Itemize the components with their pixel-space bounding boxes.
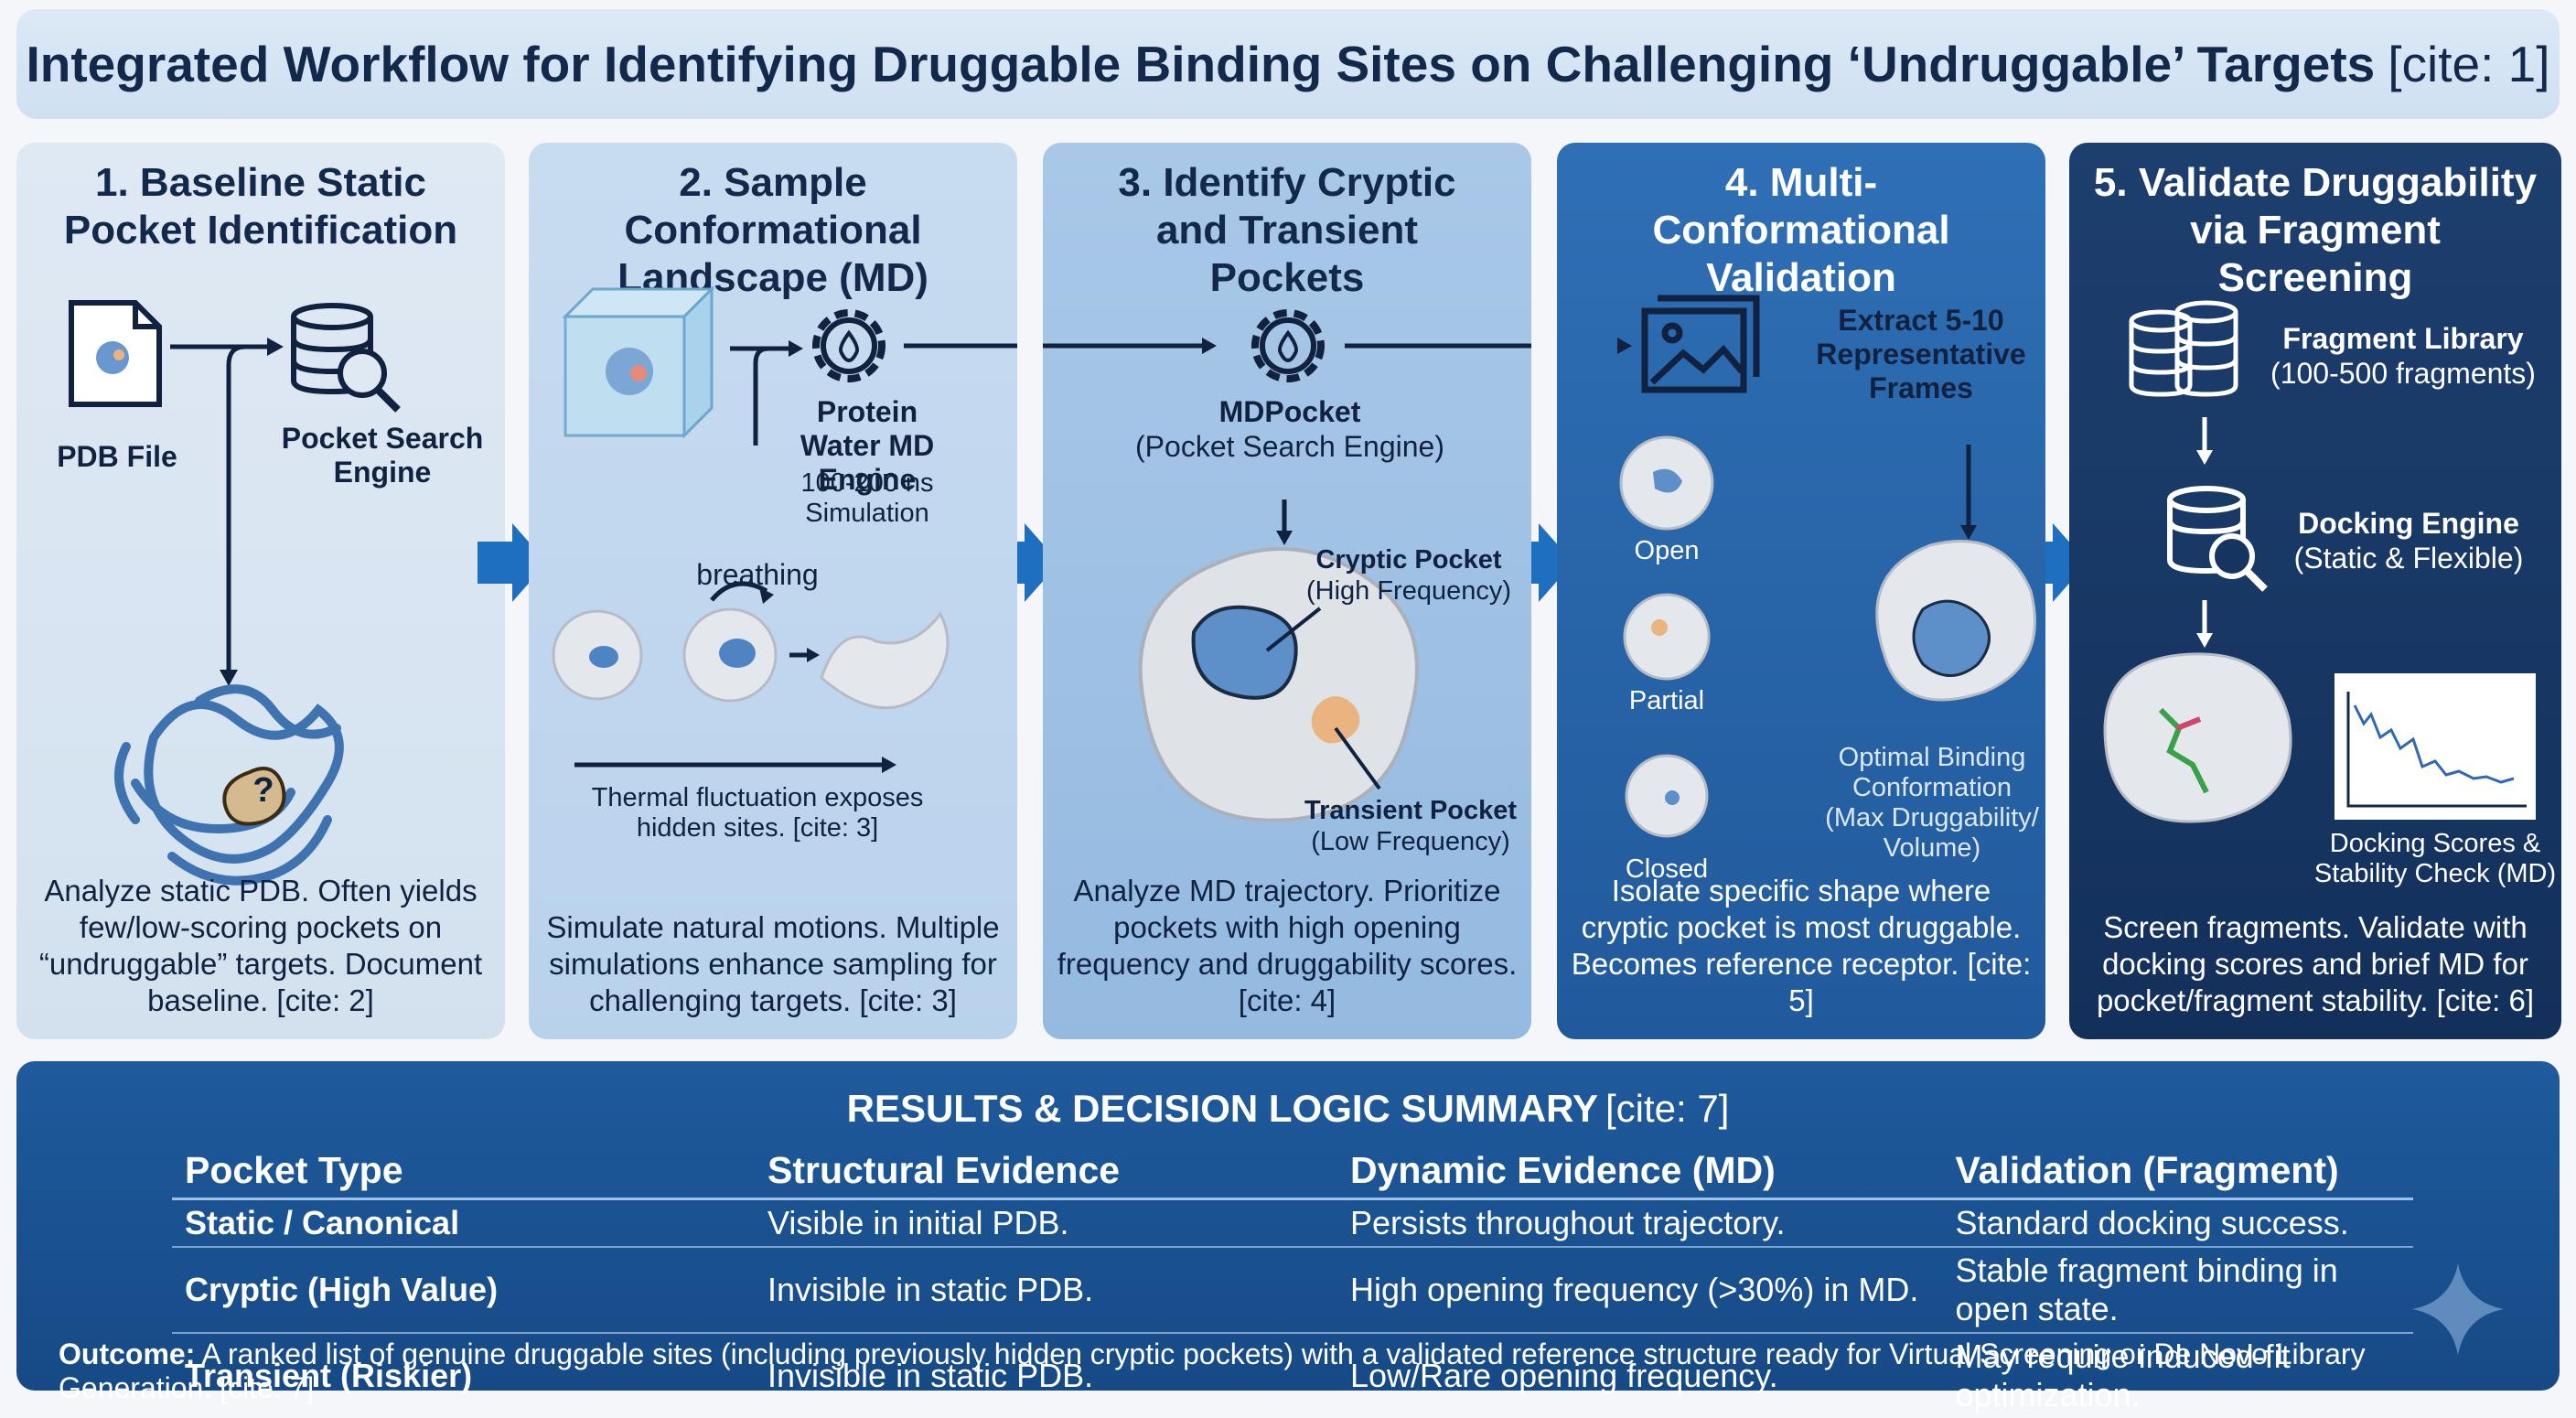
results-summary: RESULTS & DECISION LOGIC SUMMARY[cite: 7…: [16, 1061, 2560, 1413]
docking-engine-label: Docking Engine: [2298, 507, 2519, 540]
pocket-search-label: Pocket Search Engine: [281, 422, 484, 489]
docking-engine-sub-label: (Static & Flexible): [2293, 542, 2524, 575]
table-row: Static / Canonical Visible in initial PD…: [172, 1198, 2413, 1248]
panel-step-3: 3. Identify Cryptic and Transient Pocket…: [1043, 143, 1531, 1039]
md-engine-label: Protein Water MD Engine: [800, 395, 935, 496]
database-search-icon: [2167, 486, 2268, 592]
step-1-title: 1. Baseline Static Pocket Identification: [63, 160, 458, 252]
title-cite: [cite: 1]: [2388, 36, 2550, 92]
step-4-description: Isolate specific shape where cryptic poc…: [1571, 874, 2032, 1017]
fragment-library-sub-label: (100-500 fragments): [2270, 357, 2536, 390]
open-label: Open: [1634, 536, 1700, 565]
thermal-fluctuation-label: Thermal fluctuation exposes hidden sites…: [591, 783, 924, 843]
results-title: RESULTS & DECISION LOGIC SUMMARY[cite: 7…: [16, 1087, 2560, 1131]
title-banner: Integrated Workflow for Identifying Drug…: [16, 9, 2560, 119]
step-5-title: 5. Validate Druggability via Fragment Sc…: [2093, 160, 2538, 300]
table-row: Transient (Riskier) Invisible in static …: [172, 1333, 2413, 1418]
mdpocket-sub-label: (Pocket Search Engine): [1135, 430, 1444, 463]
docking-scores-label: Docking Scores & Stability Check (MD): [2313, 829, 2557, 888]
closed-label: Closed: [1625, 854, 1709, 884]
stability-plot-image: [2334, 673, 2536, 820]
table-cell: Static / Canonical: [172, 1198, 755, 1248]
step-5-graphics: [2103, 300, 2536, 823]
page-title: Integrated Workflow for Identifying Drug…: [26, 36, 2376, 92]
outcome-statement: Outcome: A ranked list of genuine drugga…: [59, 1337, 2523, 1405]
column-header: Dynamic Evidence (MD): [1337, 1145, 1943, 1200]
step-3-graphics: [1043, 309, 1531, 822]
table-cell: Transient (Riskier): [185, 1357, 473, 1394]
document-icon: [69, 300, 162, 407]
decision-logic-table: Pocket Type Structural Evidence Dynamic …: [172, 1145, 2413, 1418]
step-5-description: Screen fragments. Validate with docking …: [2096, 910, 2535, 1017]
question-mark: ?: [252, 771, 274, 810]
sparkle-icon: [2412, 1263, 2504, 1355]
protein-conformations-image: [552, 607, 950, 710]
table-cell: Visible in initial PDB.: [755, 1198, 1337, 1248]
table-cell: Stable fragment binding in open state.: [1942, 1247, 2413, 1334]
gear-drop-icon: [812, 309, 886, 382]
database-search-icon: [291, 303, 401, 413]
step-3-title: 3. Identify Cryptic and Transient Pocket…: [1118, 160, 1456, 300]
mdpocket-label: MDPocket: [1218, 395, 1361, 428]
column-header: Pocket Type: [172, 1145, 755, 1200]
step-2-description: Simulate natural motions. Multiple simul…: [546, 910, 1000, 1017]
breathing-label: breathing: [696, 558, 819, 591]
table-cell: Low/Rare opening frequency.: [1350, 1357, 1778, 1394]
results-cite: [cite: 7]: [1605, 1087, 1730, 1130]
outcome-text: A ranked list of genuine druggable sites…: [59, 1337, 2366, 1404]
step-4-graphics: [1617, 295, 2036, 838]
extract-frames-label: Extract 5-10 Representative Frames: [1816, 304, 2026, 404]
table-row: Cryptic (High Value) Invisible in static…: [172, 1247, 2413, 1334]
database-stack-icon: [2129, 300, 2238, 397]
table-cell: Invisible in static PDB.: [755, 1247, 1337, 1334]
step-1-description: Analyze static PDB. Often yields few/low…: [38, 874, 483, 1017]
table-cell: Invisible in static PDB.: [767, 1357, 1094, 1394]
fragment-library-label: Fragment Library: [2282, 322, 2524, 355]
table-cell: Cryptic (High Value): [172, 1247, 755, 1334]
table-cell: Persists throughout trajectory.: [1337, 1198, 1943, 1248]
optimal-conformation-label: Optimal Binding Conformation (Max Drugga…: [1825, 743, 2039, 863]
table-cell: Standard docking success.: [1942, 1198, 2413, 1248]
results-title-text: RESULTS & DECISION LOGIC SUMMARY: [846, 1087, 1598, 1130]
table-cell: High opening frequency (>30%) in MD.: [1337, 1247, 1943, 1334]
panel-step-1: 1. Baseline Static Pocket Identification: [16, 143, 505, 1039]
water-box-image: [562, 285, 715, 439]
cryptic-pocket-label: Cryptic Pocket: [1315, 545, 1502, 575]
cryptic-pocket-sub-label: (High Frequency): [1305, 576, 1512, 606]
transient-pocket-sub-label: (Low Frequency): [1311, 827, 1510, 856]
gear-drop-icon: [1251, 309, 1325, 382]
protein-surface-image: [1138, 547, 1419, 822]
conformation-frames-image: [1619, 435, 2036, 838]
image-frames-icon: [1641, 295, 1760, 393]
docked-protein-image: [2103, 652, 2292, 823]
step-1-graphics: [69, 300, 401, 886]
pdb-file-label: PDB File: [57, 440, 177, 473]
panel-step-2: 2. Sample Conformational Landscape (MD): [529, 143, 1017, 1039]
step-3-description: Analyze MD trajectory. Prioritize pocket…: [1057, 874, 1518, 1017]
column-header: Structural Evidence: [755, 1145, 1337, 1200]
panel-step-4: 4. Multi-Conformational Validation Extra…: [1557, 143, 2045, 1039]
outcome-label: Outcome:: [59, 1337, 196, 1370]
transient-pocket-label: Transient Pocket: [1304, 796, 1518, 825]
partial-label: Partial: [1628, 686, 1705, 715]
step-4-title: 4. Multi-Conformational Validation: [1652, 160, 1950, 300]
simulation-length-label: 100-200 ns Simulation: [800, 468, 934, 528]
column-header: Validation (Fragment): [1942, 1145, 2413, 1200]
panel-step-5: 5. Validate Druggability via Fragment Sc…: [2069, 143, 2561, 1039]
table-header-row: Pocket Type Structural Evidence Dynamic …: [172, 1145, 2413, 1200]
step-2-graphics: [552, 285, 1017, 773]
